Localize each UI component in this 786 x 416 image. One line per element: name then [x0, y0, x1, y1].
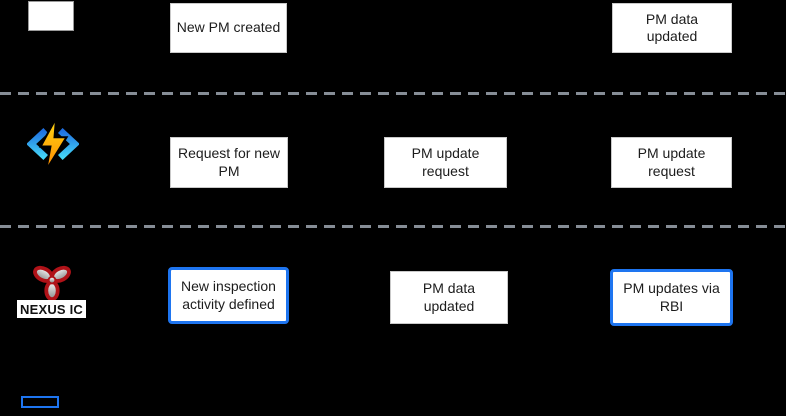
white-rectangle-logo-icon	[28, 1, 74, 31]
flow-box-pm-updates-via-rbi: PM updates via RBI	[610, 269, 733, 326]
flow-box-new-inspection-activity: New inspection activity defined	[168, 267, 289, 324]
lane-divider	[0, 92, 786, 95]
flow-box-new-pm-created: New PM created	[170, 3, 287, 53]
nexus-ic-label: NEXUS IC	[17, 300, 86, 318]
flow-box-request-for-new-pm: Request for new PM	[170, 137, 288, 188]
nexus-ic-logo	[33, 265, 71, 302]
flow-box-pm-update-request-2: PM update request	[611, 137, 732, 188]
azure-functions-icon	[27, 117, 79, 171]
lane-divider	[0, 225, 786, 228]
flow-box-pm-data-updated-bottom: PM data updated	[390, 271, 508, 324]
legend-blue-outline-swatch	[21, 396, 59, 408]
flow-box-pm-data-updated-top: PM data updated	[612, 3, 732, 53]
flow-box-pm-update-request-1: PM update request	[384, 137, 507, 188]
